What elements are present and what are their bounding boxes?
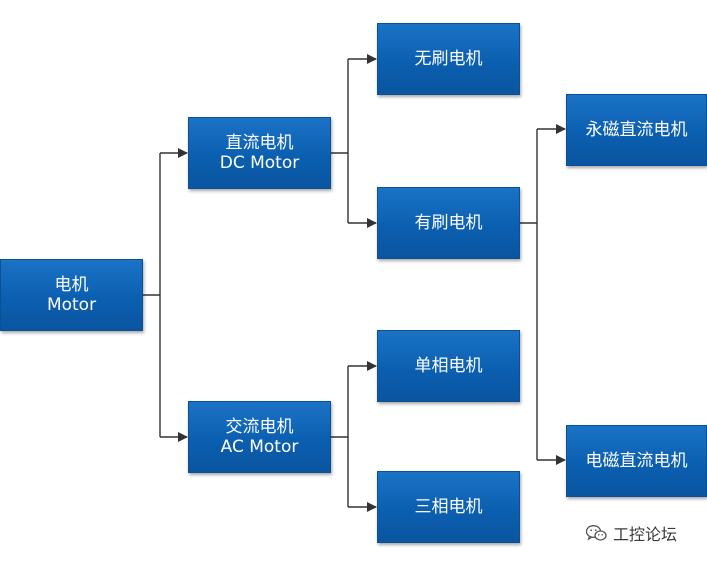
node-brushed-motor: 有刷电机	[377, 187, 520, 259]
node-pm-dc-motor-label: 永磁直流电机	[585, 119, 688, 140]
node-ac-motor: 交流电机 AC Motor	[188, 401, 331, 473]
watermark-text: 工控论坛	[613, 525, 678, 544]
node-motor-label-en: Motor	[46, 295, 97, 315]
node-ac-motor-label-en: AC Motor	[220, 437, 299, 457]
node-motor: 电机 Motor	[0, 259, 143, 331]
wechat-icon	[585, 525, 607, 541]
node-dc-motor-label-en: DC Motor	[219, 153, 300, 173]
node-three-phase-motor: 三相电机	[377, 471, 520, 543]
node-motor-label-cn: 电机	[54, 274, 89, 295]
node-em-dc-motor-label: 电磁直流电机	[585, 450, 688, 471]
node-dc-motor-label-cn: 直流电机	[225, 132, 294, 153]
node-single-phase-motor-label: 单相电机	[414, 355, 483, 376]
node-dc-motor: 直流电机 DC Motor	[188, 117, 331, 189]
node-ac-motor-label-cn: 交流电机	[225, 416, 294, 437]
node-single-phase-motor: 单相电机	[377, 330, 520, 402]
node-brushed-motor-label: 有刷电机	[414, 212, 483, 233]
node-three-phase-motor-label: 三相电机	[414, 496, 483, 517]
watermark: 工控论坛	[585, 520, 700, 546]
node-brushless-motor: 无刷电机	[377, 23, 520, 95]
node-pm-dc-motor: 永磁直流电机	[566, 94, 707, 166]
node-brushless-motor-label: 无刷电机	[414, 48, 483, 69]
node-em-dc-motor: 电磁直流电机	[566, 425, 707, 497]
